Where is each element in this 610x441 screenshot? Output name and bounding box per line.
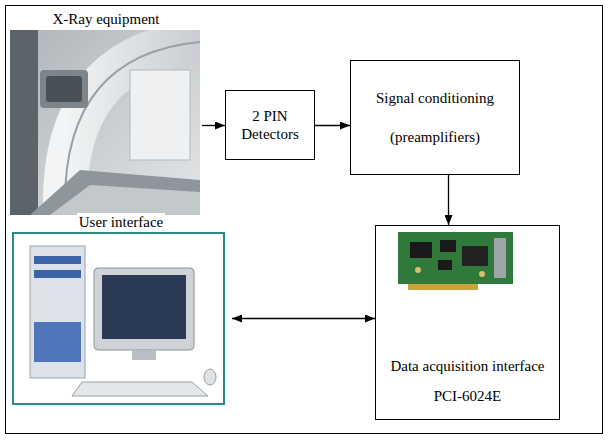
box-label: PCI-6024E	[434, 387, 502, 405]
user-interface: User interface	[10, 213, 232, 410]
image-caption: User interface	[77, 213, 166, 231]
box-label: Signal conditioning	[376, 89, 494, 107]
chip	[438, 260, 452, 270]
photo-ground	[10, 30, 200, 215]
photo-frame	[13, 233, 224, 404]
chip	[440, 240, 456, 252]
keyboard	[72, 382, 208, 396]
computer-photo	[12, 232, 225, 405]
screen	[102, 275, 186, 339]
connector-arrow	[232, 318, 375, 319]
box-label: Data acquisition interface	[390, 357, 544, 375]
xray-photo	[10, 30, 200, 215]
process-box: Signal conditioning (preamplifiers)	[350, 60, 520, 175]
capacitor	[479, 271, 485, 277]
connector-arrow	[448, 175, 449, 225]
edge-connector	[408, 284, 478, 290]
table-top	[50, 185, 200, 215]
table	[30, 170, 200, 215]
daq-board-photo	[398, 232, 513, 290]
tube-head	[40, 70, 88, 108]
box-label: (preamplifiers)	[390, 128, 480, 146]
box-label: 2 PIN Detectors	[232, 107, 308, 143]
pcb	[398, 232, 513, 284]
monitor-stand	[132, 350, 156, 360]
tower	[30, 246, 85, 378]
connector-arrow	[315, 125, 350, 126]
monitor	[94, 268, 194, 350]
mouse	[204, 369, 216, 385]
panel	[130, 70, 190, 160]
chip	[410, 242, 432, 258]
tower-stripe	[34, 322, 81, 362]
wall-shadow	[10, 30, 38, 215]
image-caption: X-Ray equipment	[50, 10, 161, 28]
drive-bay	[34, 270, 81, 278]
xray-equipment: X-Ray equipment	[10, 10, 202, 215]
chip	[462, 246, 488, 266]
tube-window	[46, 76, 82, 102]
process-box: 2 PIN Detectors	[225, 90, 315, 160]
drive-bay	[34, 256, 81, 264]
daq-box: Data acquisition interfacePCI-6024E	[375, 225, 560, 420]
bracket	[494, 238, 506, 278]
connector-arrow	[202, 125, 225, 126]
capacitor	[415, 267, 421, 273]
